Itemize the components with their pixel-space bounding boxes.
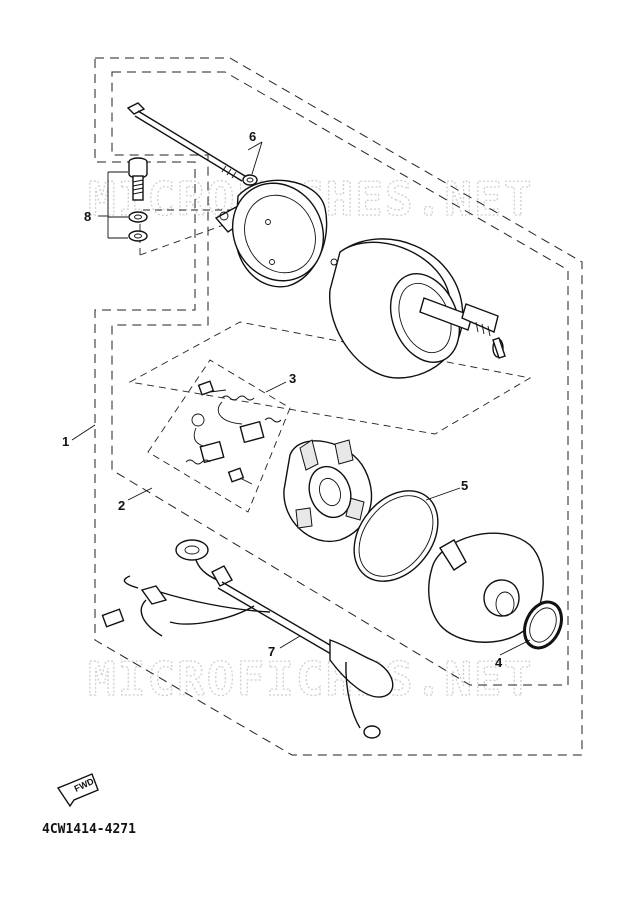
front-cover: [214, 179, 328, 288]
leader-lines: [71, 141, 531, 656]
o-ring-large: [353, 490, 439, 582]
brush-set-boundary: [147, 359, 291, 513]
callout-3: 3: [289, 371, 296, 386]
callout-5: 5: [461, 478, 468, 493]
assembly-boundary: [94, 57, 583, 756]
brush-set: [185, 380, 282, 485]
yoke-frame: [128, 321, 532, 435]
yoke-armature: [329, 238, 506, 379]
through-bolt: [126, 102, 246, 182]
watermark-bottom: MICROFICHES.NET: [88, 652, 533, 706]
callout-8: 8: [84, 209, 91, 224]
lead-wire: [101, 539, 394, 739]
callout-6: 6: [249, 129, 256, 144]
callout-2: 2: [118, 498, 125, 513]
o-ring-small: [523, 600, 563, 650]
washer-6: [242, 174, 258, 186]
callout-4: 4: [495, 655, 503, 670]
washer-8a: [128, 211, 148, 223]
fwd-arrow-icon: FWD: [56, 773, 99, 808]
brush-holder: [283, 439, 373, 543]
part-code: 4CW1414-4271: [42, 822, 136, 837]
callout-1: 1: [62, 434, 69, 449]
washer-8b: [128, 230, 148, 242]
inner-boundary: [111, 71, 569, 686]
short-bolt: [128, 157, 148, 201]
callout-7: 7: [268, 644, 275, 659]
